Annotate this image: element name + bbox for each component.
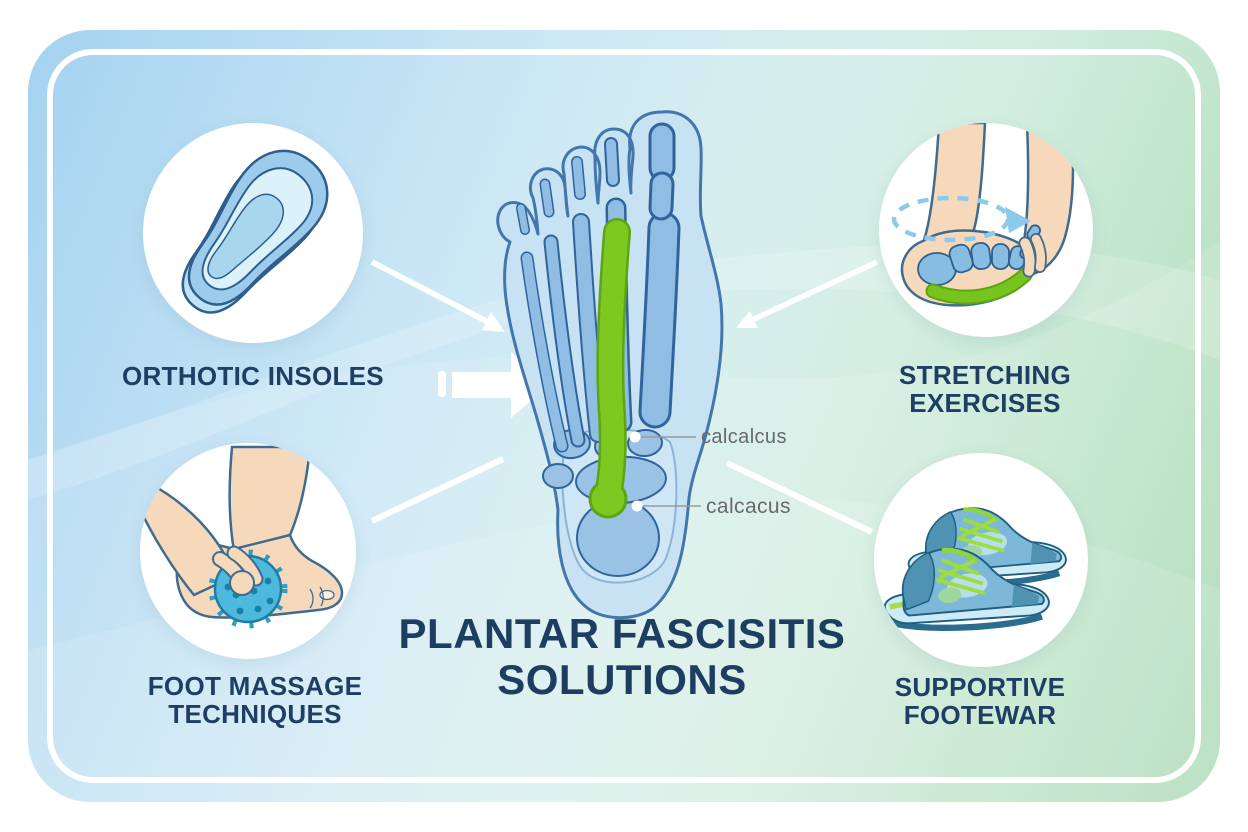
stretching-exercises-label-text: STRETCHING EXERCISES: [899, 360, 1071, 418]
supportive-footwear-label-line1: SUPPORTIVE: [894, 672, 1066, 702]
foot-massage-circle: [140, 443, 356, 659]
leg: [228, 445, 312, 553]
foot-anatomy-illustration: [492, 106, 728, 626]
page-title: PLANTAR FASCISITIS SOLUTIONS: [382, 611, 862, 703]
orthotic-insoles-label: ORTHOTIC INSOLES: [103, 362, 403, 390]
supportive-footwear-circle: [874, 453, 1088, 667]
insole-icon: [181, 149, 329, 314]
supportive-footwear-label-line2: FOOTEWAR: [903, 700, 1057, 730]
toe-phalanges: [516, 122, 676, 235]
supportive-footwear-label: SUPPORTIVE FOOTEWAR: [830, 673, 1130, 729]
toe-line: [319, 586, 324, 607]
gripping-hand: [212, 545, 264, 596]
stretching-foot-icon: [891, 123, 1075, 307]
toe-line: [309, 588, 314, 609]
page-title-line1: PLANTAR FASCISITIS: [398, 610, 846, 657]
foot-massage-label-line2: TECHNIQUES: [168, 699, 342, 729]
front-shoe: [883, 547, 1050, 631]
fascia-arc-top: [927, 269, 1031, 303]
massage-ball-foot-icon: [140, 445, 344, 629]
foot-massage-label: FOOT MASSAGE TECHNIQUES: [105, 672, 405, 728]
stretching-exercises-circle: [879, 123, 1093, 337]
foot-bones: [917, 224, 1041, 286]
running-shoes-icon: [883, 507, 1067, 631]
foot-massage-label-line1: FOOT MASSAGE: [147, 671, 363, 701]
rotation-arrow-icon: [891, 195, 1031, 243]
orthotic-insoles-label-text: ORTHOTIC INSOLES: [122, 361, 384, 391]
orthotic-insoles-circle: [143, 123, 363, 343]
plantar-fascia-highlight: [588, 218, 631, 519]
page-title-line2: SOLUTIONS: [497, 656, 747, 703]
annotation-calcalcus: calcalcus: [701, 426, 787, 448]
fingers: [1018, 233, 1047, 278]
stretching-exercises-label: STRETCHING EXERCISES: [835, 361, 1135, 417]
annotation-calcacus: calcacus: [706, 495, 791, 518]
